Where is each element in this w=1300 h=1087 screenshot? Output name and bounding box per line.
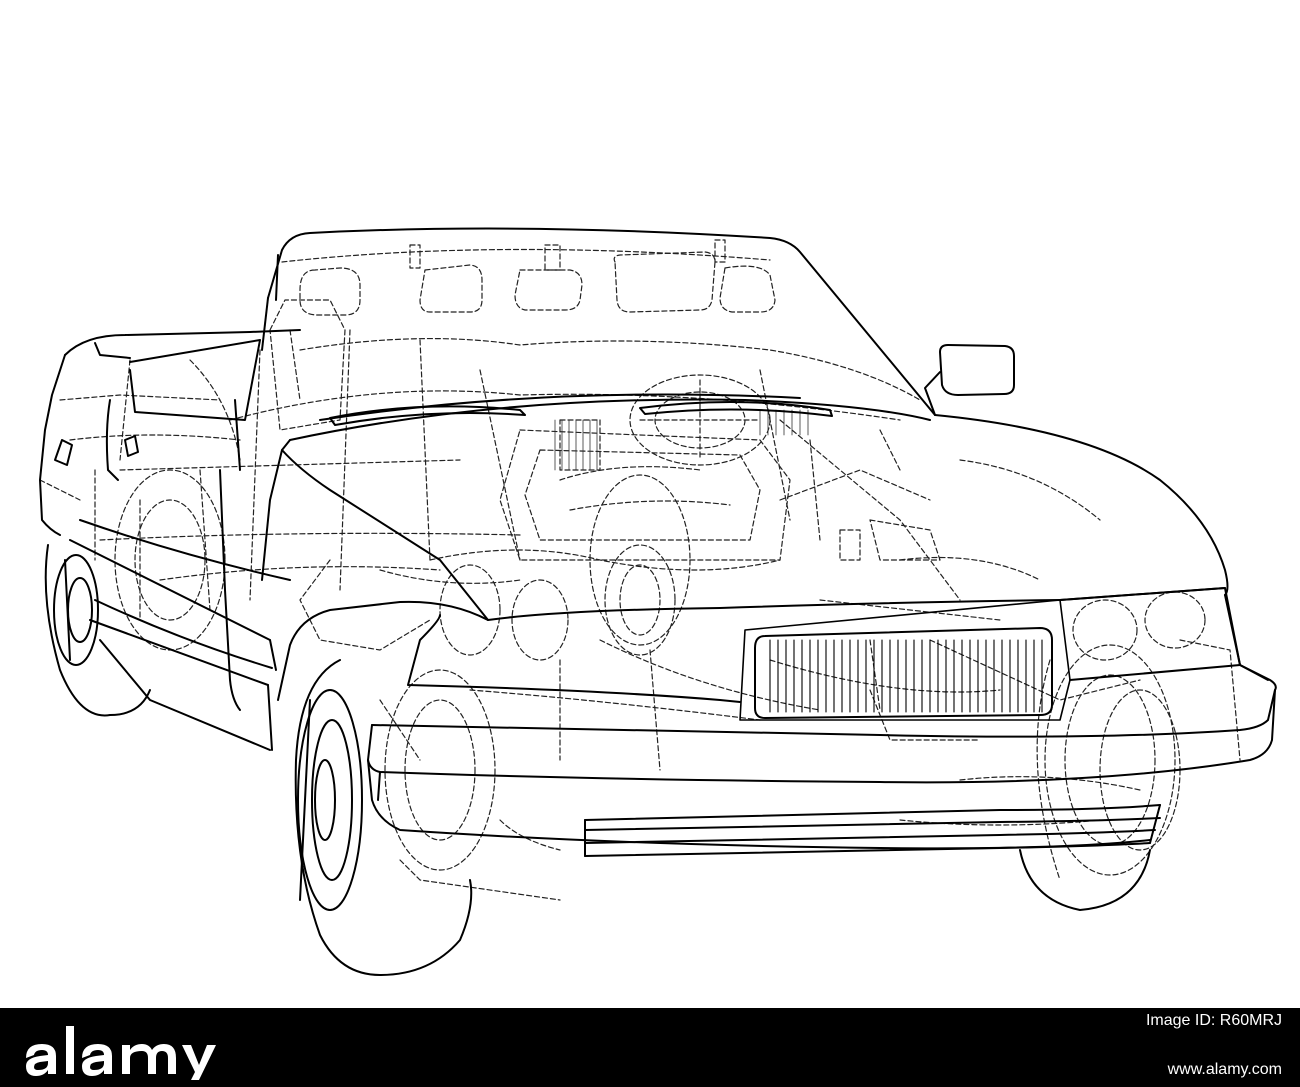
image-id-label: Image ID: R60MRJ [1145,1012,1282,1029]
site-url: www.alamy.com [1167,1061,1282,1078]
alamy-logo [26,1026,216,1080]
hidden-lines [39,239,1241,901]
grille-bars [769,639,1043,713]
dashboard-hatching [554,409,809,471]
body-outline [39,227,1277,976]
car-wireframe-drawing [39,227,1277,976]
watermark-bar: Image ID: R60MRJ www.alamy.com [0,1008,1300,1087]
